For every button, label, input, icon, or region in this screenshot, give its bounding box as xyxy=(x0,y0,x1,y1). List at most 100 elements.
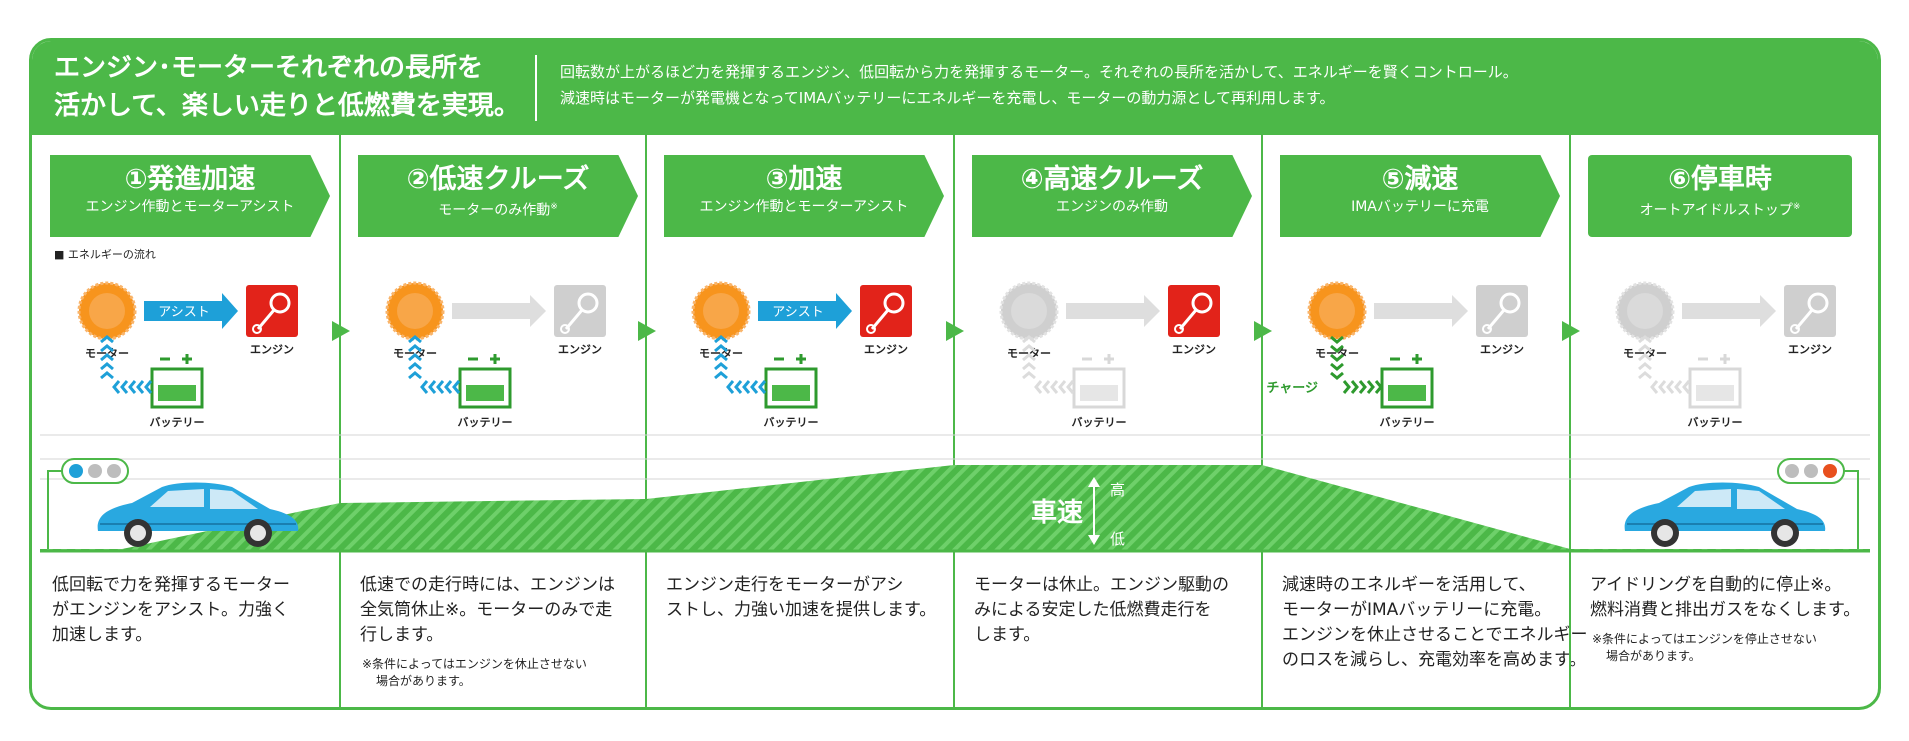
description-line: エンジン走行をモーターがアシ xyxy=(666,575,904,595)
step-description-6: アイドリングを自動的に停止※。燃料消費と排出ガスをなくします。 xyxy=(1590,573,1860,623)
step-tab-6: ⑥停車時オートアイドルストップ※ xyxy=(1588,155,1852,237)
chevron-left-icon xyxy=(112,380,121,394)
description-line: がエンジンをアシスト。力強く xyxy=(52,600,289,620)
chevron-up-icon xyxy=(408,353,422,362)
charge-label: チャージ xyxy=(1266,381,1318,396)
battery-label: バッテリー xyxy=(764,416,819,429)
chevron-left-icon xyxy=(1058,380,1067,394)
idle-arrow xyxy=(1066,295,1160,327)
headline-line-2: 活かして、楽しい走りと低燃費を実現。 xyxy=(54,91,520,121)
battery-label: バッテリー xyxy=(1688,416,1743,429)
step-title: ②低速クルーズ xyxy=(406,164,590,195)
step-tab-3: ③加速エンジン作動とモーターアシスト xyxy=(664,155,944,237)
column-divider xyxy=(645,135,647,707)
step-subtitle: エンジン作動とモーターアシスト xyxy=(664,197,944,217)
description-line: エンジンを休止させることでエネルギー xyxy=(1282,625,1588,645)
chevron-up-icon xyxy=(1022,362,1036,371)
play-arrow-icon xyxy=(1562,321,1580,341)
wheel xyxy=(1771,519,1799,547)
assist-label: アシスト xyxy=(158,305,209,320)
chevron-left-icon xyxy=(1674,380,1683,394)
chevron-up-icon xyxy=(714,344,728,353)
step-tab-4: ④高速クルーズエンジンのみ作動 xyxy=(972,155,1252,237)
description-line: アイドリングを自動的に停止※。 xyxy=(1590,575,1842,595)
chevron-up-icon xyxy=(100,362,114,371)
header-divider xyxy=(535,55,537,121)
idle-arrow xyxy=(452,295,546,327)
step-tab-5: ⑤減速 IMAバッテリーに充電 xyxy=(1280,155,1560,237)
chevron-left-icon xyxy=(144,380,153,394)
step-subtitle-text: オートアイドルストップ xyxy=(1639,202,1793,219)
column-divider xyxy=(339,135,341,707)
car-stopped xyxy=(1624,482,1826,547)
description-line: 低回転で力を発揮するモーター xyxy=(52,575,290,595)
step-subtitle: オートアイドルストップ※ xyxy=(1588,197,1852,221)
chevron-down-icon xyxy=(1330,371,1344,380)
chevron-up-icon xyxy=(100,371,114,380)
step-description-5: 減速時のエネルギーを活用して、モーターがIMAバッテリーに充電。エンジンを休止さ… xyxy=(1282,573,1588,673)
chevron-up-icon xyxy=(1022,353,1036,362)
chevron-left-icon xyxy=(428,380,437,394)
chevron-left-icon xyxy=(1682,380,1691,394)
step-description-3: エンジン走行をモーターがアシストし、力強い加速を提供します。 xyxy=(666,573,936,623)
step-title: ①発進加速 xyxy=(124,164,256,195)
chevron-left-icon xyxy=(758,380,767,394)
step-subtitle: IMAバッテリーに充電 xyxy=(1280,197,1560,217)
footnote-line: 場合があります。 xyxy=(1606,649,1701,663)
chevron-left-icon xyxy=(750,380,759,394)
chevron-down-icon xyxy=(1330,344,1344,353)
step-subtitle-text: エンジン作動とモーターアシスト xyxy=(699,199,909,215)
idle-arrow xyxy=(1374,295,1468,327)
speed-profile xyxy=(40,465,1870,551)
chevron-down-icon xyxy=(1330,353,1344,362)
play-arrow-icon xyxy=(638,321,656,341)
chevron-up-icon xyxy=(1638,371,1652,380)
chevron-up-icon xyxy=(100,335,114,344)
chevron-left-icon xyxy=(452,380,461,394)
column-divider xyxy=(953,135,955,707)
lead-line-2: 減速時はモーターが発電機となってIMAバッテリーにエネルギーを充電し、モーターの… xyxy=(560,89,1335,107)
chevron-up-icon xyxy=(1022,371,1036,380)
chevron-right-icon xyxy=(1342,380,1351,394)
chevron-left-icon xyxy=(120,380,129,394)
description-line: 加速します。 xyxy=(52,625,153,645)
chevron-up-icon xyxy=(100,344,114,353)
step-subtitle: エンジンのみ作動 xyxy=(972,197,1252,217)
step-subtitle-text: エンジン作動とモーターアシスト xyxy=(85,199,295,215)
chevron-up-icon xyxy=(714,371,728,380)
footnote-line: 場合があります。 xyxy=(376,674,471,688)
chevron-up-icon xyxy=(408,371,422,380)
description-line: 低速での走行時には、エンジンは xyxy=(360,575,615,595)
motor-label: モーター xyxy=(1315,347,1359,360)
step-title: ④高速クルーズ xyxy=(1020,164,1204,195)
step-tab-2: ②低速クルーズモーターのみ作動※ xyxy=(358,155,638,237)
speed-high-label: 高 xyxy=(1110,481,1125,499)
step-subtitle-text: モーターのみ作動 xyxy=(438,202,551,219)
chevron-left-icon xyxy=(1666,380,1675,394)
lead-line-1: 回転数が上がるほど力を発揮するエンジン、低回転から力を発揮するモーター。それぞれ… xyxy=(560,63,1518,81)
headline: エンジン･モーターそれぞれの長所を 活かして、楽しい走りと低燃費を実現。 xyxy=(54,49,520,125)
assist-label: アシスト xyxy=(772,305,823,320)
step-subtitle-text: IMAバッテリーに充電 xyxy=(1351,199,1489,215)
step-title: ⑤減速 xyxy=(1381,164,1459,195)
chevron-up-icon xyxy=(408,362,422,371)
energy-diagram-6: モーターエンジンバッテリー xyxy=(1615,281,1836,429)
chevron-left-icon xyxy=(1066,380,1075,394)
engine-label: エンジン xyxy=(558,343,602,356)
description-line: 全気筒休止※。モーターのみで走 xyxy=(360,600,613,620)
description-line: 減速時のエネルギーを活用して、 xyxy=(1282,575,1536,595)
footnote-line: ※条件によってはエンジンを休止させない xyxy=(362,657,587,671)
chevron-up-icon xyxy=(714,353,728,362)
footnote-line: ※条件によってはエンジンを停止させない xyxy=(1592,632,1817,646)
column-divider xyxy=(1569,135,1571,707)
diagram-frame: エンジン･モーターそれぞれの長所を 活かして、楽しい走りと低燃費を実現。 回転数… xyxy=(29,38,1881,710)
assist-arrow xyxy=(144,293,238,329)
chevron-left-icon xyxy=(1650,380,1659,394)
chevron-right-icon xyxy=(1358,380,1367,394)
battery-label: バッテリー xyxy=(458,416,513,429)
idle-arrow xyxy=(1682,295,1776,327)
energy-diagram-5: モーターエンジンバッテリーチャージ xyxy=(1266,281,1528,429)
step-subtitle: モーターのみ作動※ xyxy=(358,197,638,221)
engine-label: エンジン xyxy=(1788,343,1832,356)
